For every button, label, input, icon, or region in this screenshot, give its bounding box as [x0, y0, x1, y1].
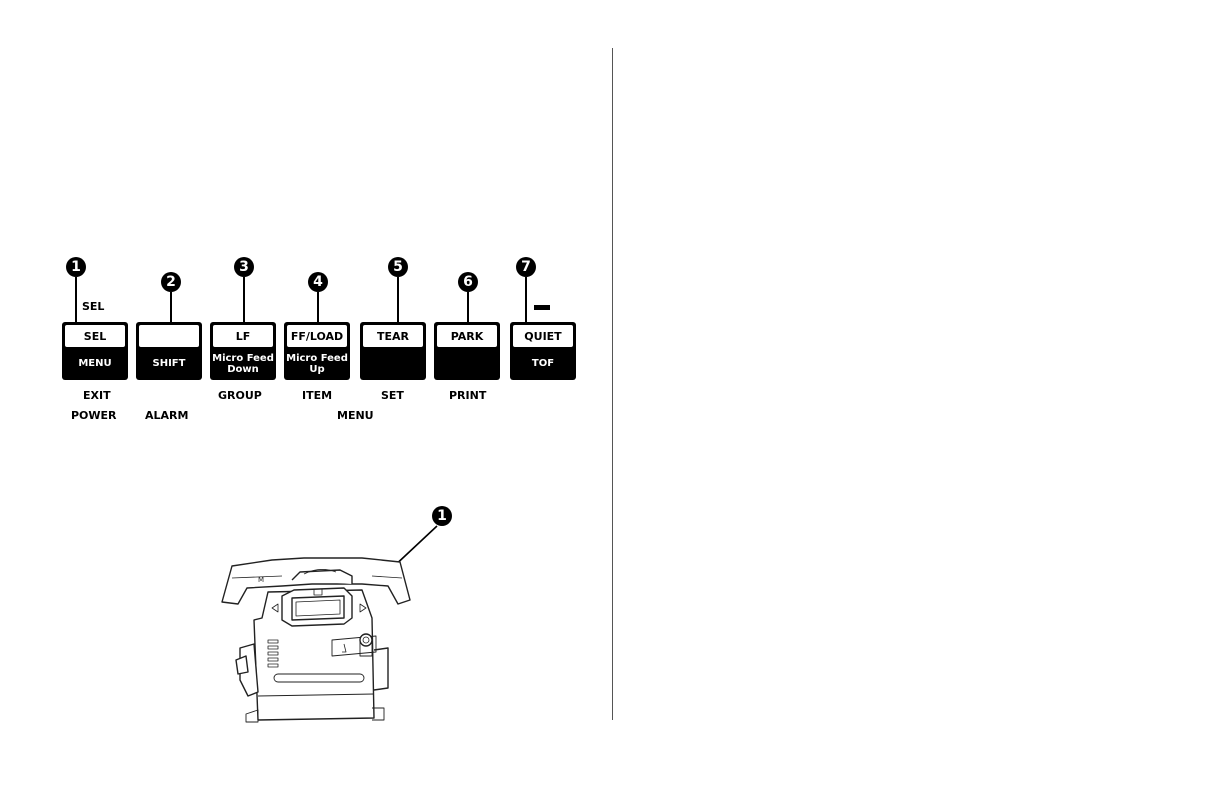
shift-key[interactable]: SHIFT: [136, 322, 202, 380]
page-divider: [612, 48, 613, 720]
lf-key[interactable]: LF Micro Feed Down: [210, 322, 276, 380]
control-panel-diagram: 1 SEL SEL MENU EXIT POWER 2 SHIFT ALARM …: [58, 252, 578, 430]
sel-indicator-label: SEL: [82, 300, 104, 313]
callout-4: 4: [308, 272, 328, 292]
ribbon-cartridge-illustration: M: [212, 500, 462, 725]
key-bottom-label: [434, 349, 500, 378]
leader-line-2: [170, 292, 172, 322]
leader-line-6: [467, 292, 469, 322]
key-function-label: PRINT: [449, 389, 486, 402]
key-bottom-label: SHIFT: [136, 349, 202, 378]
sel-menu-key[interactable]: SEL MENU: [62, 322, 128, 380]
cartridge-mark: M: [258, 576, 264, 584]
key-top-label: [139, 325, 199, 347]
key-function-label-2: POWER: [71, 409, 117, 422]
key-function-label: GROUP: [218, 389, 262, 402]
key-top-label: FF/LOAD: [287, 325, 347, 347]
key-bottom-label: Micro Feed Down: [210, 349, 276, 378]
indicator-bar: [534, 305, 550, 310]
key-function-label: EXIT: [83, 389, 111, 402]
leader-line-1: [75, 277, 77, 322]
callout-6: 6: [458, 272, 478, 292]
park-key[interactable]: PARK: [434, 322, 500, 380]
quiet-tof-key[interactable]: QUIET TOF: [510, 322, 576, 380]
key-top-label: LF: [213, 325, 273, 347]
key-function-label: ITEM: [302, 389, 332, 402]
key-bottom-label: TOF: [510, 349, 576, 378]
key-bottom-label: MENU: [62, 349, 128, 378]
key-bottom-label: Micro Feed Up: [284, 349, 350, 378]
ff-load-key[interactable]: FF/LOAD Micro Feed Up: [284, 322, 350, 380]
key-top-label: TEAR: [363, 325, 423, 347]
callout-3: 3: [234, 257, 254, 277]
key-top-label: SEL: [65, 325, 125, 347]
callout-2: 2: [161, 272, 181, 292]
callout-7: 7: [516, 257, 536, 277]
key-top-label: QUIET: [513, 325, 573, 347]
key-function-label-2: ALARM: [145, 409, 188, 422]
leader-line-4: [317, 292, 319, 322]
leader-line-5: [397, 277, 399, 322]
callout-5: 5: [388, 257, 408, 277]
leader-line-7: [525, 277, 527, 322]
key-bottom-label: [360, 349, 426, 378]
key-top-label: PARK: [437, 325, 497, 347]
menu-group-label: MENU: [337, 409, 374, 422]
leader-line-3: [243, 277, 245, 322]
callout-1: 1: [66, 257, 86, 277]
tear-key[interactable]: TEAR: [360, 322, 426, 380]
key-function-label: SET: [381, 389, 404, 402]
